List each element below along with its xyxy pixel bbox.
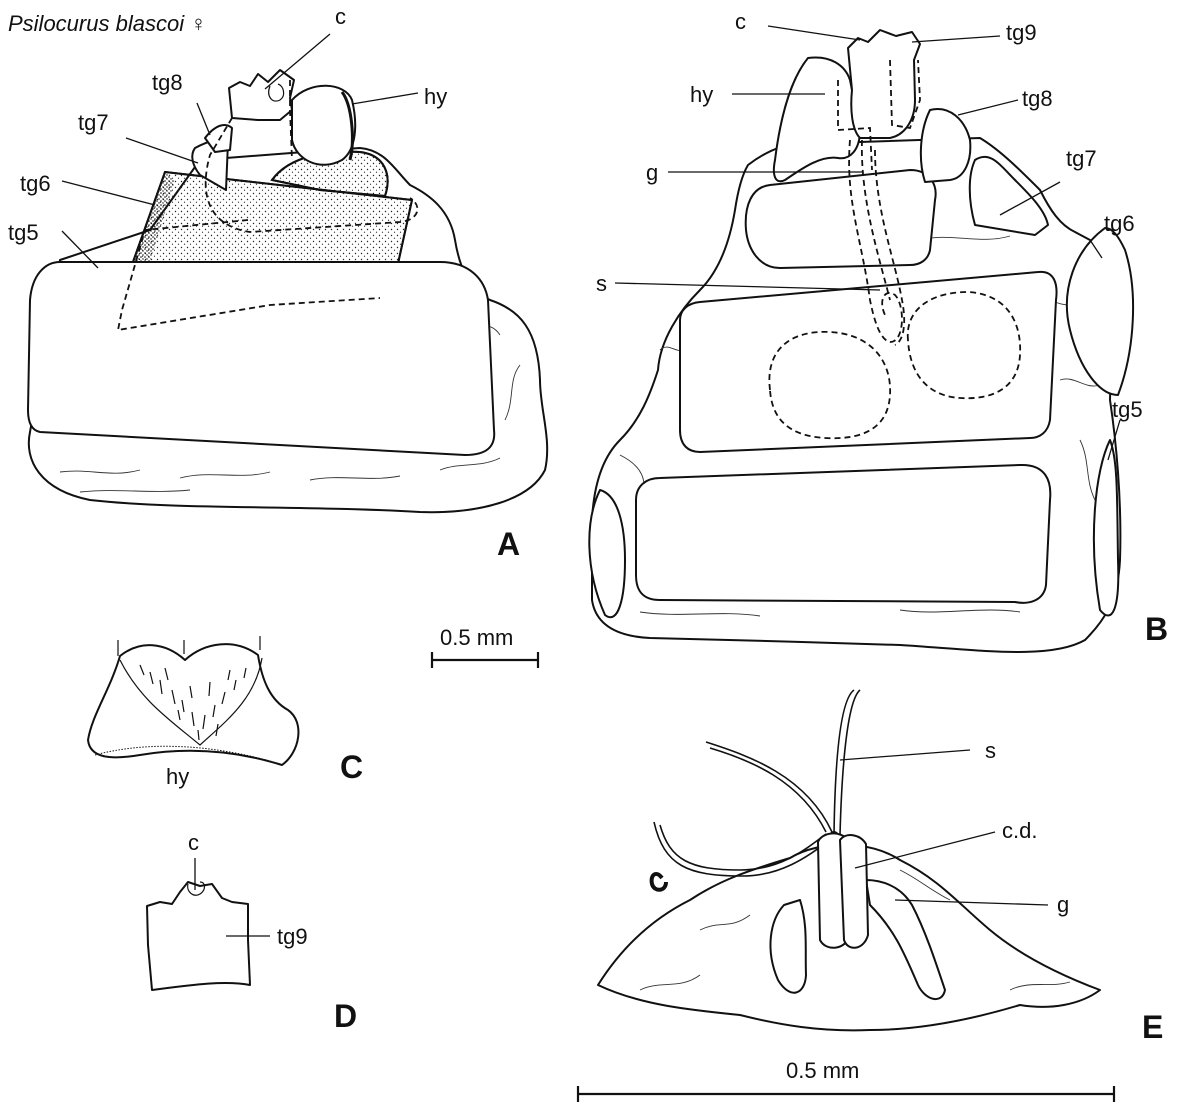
scale-bar-upper: 0.5 mm (432, 625, 538, 668)
label-tg5-a: tg5 (8, 220, 39, 245)
tg8-plate-b (921, 109, 970, 182)
label-cd-e: c.d. (1002, 818, 1037, 843)
label-tg8-b: tg8 (1022, 86, 1053, 111)
label-tg7-a: tg7 (78, 110, 109, 135)
tg5-plate-b (636, 465, 1050, 603)
tg5-plate-a (28, 262, 494, 455)
panel-b: c tg9 hy tg8 tg7 g tg6 s tg5 B (589, 9, 1168, 652)
scale-bar-lower-label: 0.5 mm (786, 1058, 859, 1083)
hypandrium-c (88, 644, 298, 765)
panel-letter-b: B (1145, 611, 1168, 647)
label-g-e: g (1057, 892, 1069, 917)
scale-bar-lower: 0.5 mm (578, 1058, 1114, 1102)
label-c-d: c (188, 830, 199, 855)
panel-letter-d: D (334, 998, 357, 1034)
tg7-plate-b (746, 170, 936, 268)
panel-c: hy C (88, 636, 363, 789)
label-tg5-b: tg5 (1112, 397, 1143, 422)
label-c-a: c (335, 4, 346, 29)
label-hy-c: hy (166, 764, 189, 789)
label-c-b: c (735, 9, 746, 34)
panel-letter-a: A (497, 526, 520, 562)
panel-d: c tg9 D (147, 830, 357, 1034)
panel-letter-c: C (340, 749, 363, 785)
label-tg9-b: tg9 (1006, 20, 1037, 45)
scale-bar-upper-label: 0.5 mm (440, 625, 513, 650)
panel-letter-e: E (1142, 1009, 1163, 1045)
label-s-e: s (985, 738, 996, 763)
label-tg6-a: tg6 (20, 171, 51, 196)
label-s-b: s (596, 271, 607, 296)
label-hy-b: hy (690, 82, 713, 107)
figure-title: Psilocurus blascoi ♀ (8, 11, 207, 36)
cerci-tg9-a (229, 70, 294, 120)
label-g-b: g (646, 160, 658, 185)
tg6-plate-b (680, 272, 1057, 452)
label-tg9-d: tg9 (277, 924, 308, 949)
panel-e: s c.d. g E (598, 690, 1163, 1045)
panel-a: c tg8 hy tg7 tg6 tg5 A (8, 4, 547, 562)
label-tg7-b: tg7 (1066, 146, 1097, 171)
label-tg8-a: tg8 (152, 70, 183, 95)
label-tg6-b: tg6 (1104, 211, 1135, 236)
label-hy-a: hy (424, 84, 447, 109)
cerci-tg9-b (848, 30, 920, 138)
